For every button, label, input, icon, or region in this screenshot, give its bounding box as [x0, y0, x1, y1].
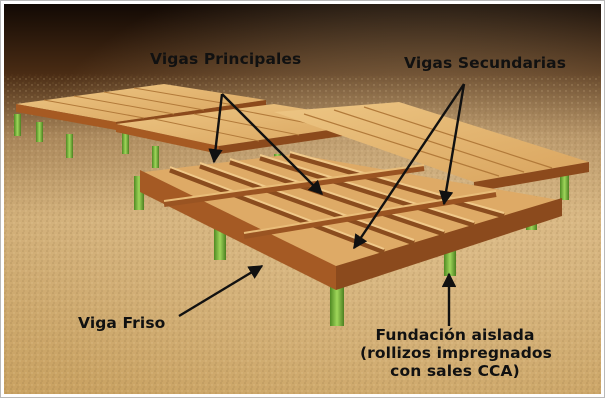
post	[14, 114, 21, 136]
deck-illustration	[4, 4, 601, 394]
post	[134, 176, 144, 210]
annotation-arrows	[178, 83, 466, 326]
label-vigas-secundarias: Vigas Secundarias	[404, 54, 567, 72]
back-right-deck	[274, 102, 589, 200]
post	[330, 278, 344, 326]
label-viga-friso: Viga Friso	[78, 314, 166, 332]
deck-edge	[116, 124, 219, 154]
arrow	[221, 93, 324, 196]
arrow	[439, 83, 466, 206]
rim-joist	[336, 198, 562, 290]
post	[36, 122, 43, 142]
arrow	[353, 83, 465, 250]
label-fundacion-aislada: Fundación aislada (rollizos impregnados …	[360, 326, 552, 380]
arrow	[178, 264, 264, 318]
deck-surface	[16, 84, 266, 122]
label-fundacion-line: (rollizos impregnados	[360, 344, 552, 362]
post	[122, 132, 129, 154]
label-fundacion-line: Fundación aislada	[375, 326, 535, 344]
post	[152, 146, 159, 168]
deck-edge	[474, 162, 589, 192]
post	[66, 134, 73, 158]
post	[560, 172, 569, 200]
deck-edge	[16, 104, 116, 130]
label-vigas-principales: Vigas Principales	[150, 50, 302, 68]
arrow	[208, 93, 224, 164]
label-fundacion-line: con sales CCA)	[390, 362, 520, 380]
